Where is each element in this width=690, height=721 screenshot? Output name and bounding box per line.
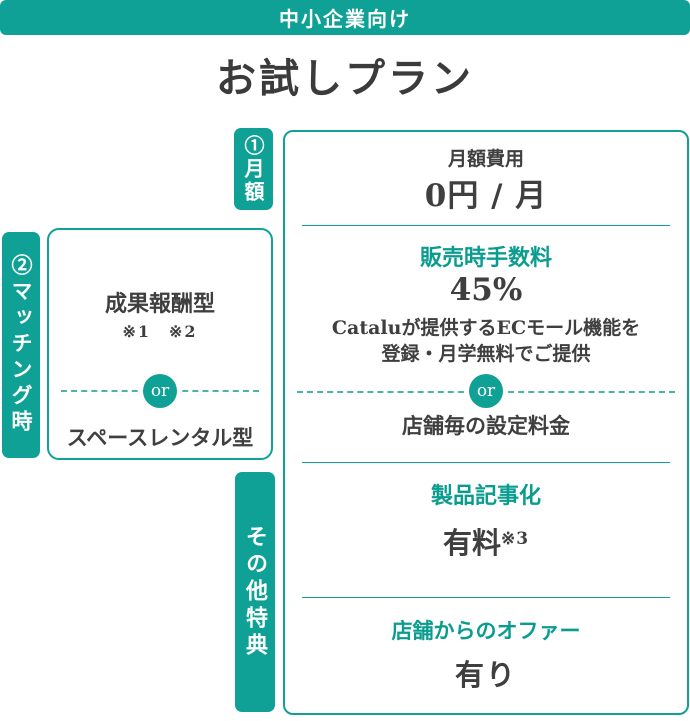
plan-title: お試しプラン: [216, 55, 474, 102]
sales-fee-label: 販売時手数料: [419, 245, 552, 271]
article-value: 有料※3: [285, 520, 687, 562]
audience-banner: 中小企業向け: [0, 0, 690, 35]
sales-fee-value: 45%: [449, 272, 523, 308]
sales-fee-description-line1: Cataluが提供するECモール機能を: [331, 317, 641, 339]
article-label: 製品記事化: [430, 483, 541, 509]
row-label-other-benefits-text: その他特典: [242, 524, 268, 660]
plan-details-box: 月額費用 0円 / 月 販売時手数料 45% Cataluが提供するECモール機…: [283, 130, 689, 715]
matching-option1-notes: ※1 ※2: [122, 322, 198, 341]
matching-or-badge: or: [143, 374, 177, 408]
sales-fee-alternative: 店舗毎の設定料金: [402, 413, 570, 438]
monthly-fee-value: 0円 / 月: [424, 178, 548, 214]
store-offer-label: 店舗からのオファー: [391, 618, 581, 643]
sales-fee-or-badge: or: [469, 374, 503, 408]
row-label-matching-text: ②マッチング時: [9, 254, 34, 436]
audience-banner-label: 中小企業向け: [279, 7, 411, 31]
row-label-monthly: ①月額: [234, 128, 273, 210]
store-offer-value: 有り: [454, 658, 517, 692]
monthly-fee-label: 月額費用: [447, 148, 524, 170]
section-divider-3: [302, 597, 670, 598]
article-value-note: ※3: [500, 529, 530, 549]
row-label-other-benefits: その他特典: [235, 472, 275, 712]
matching-option1-label: 成果報酬型: [104, 291, 215, 317]
row-label-monthly-text: ①月額: [241, 134, 265, 204]
sales-fee-description-line2: 登録・月学無料でご提供: [381, 343, 591, 365]
article-value-text: 有料: [442, 526, 501, 560]
matching-options-box: 成果報酬型 ※1 ※2 or スペースレンタル型: [47, 228, 273, 460]
matching-option2-label: スペースレンタル型: [66, 425, 254, 450]
section-divider-1: [302, 225, 670, 226]
row-label-matching: ②マッチング時: [2, 232, 40, 458]
section-divider-2: [302, 462, 670, 463]
